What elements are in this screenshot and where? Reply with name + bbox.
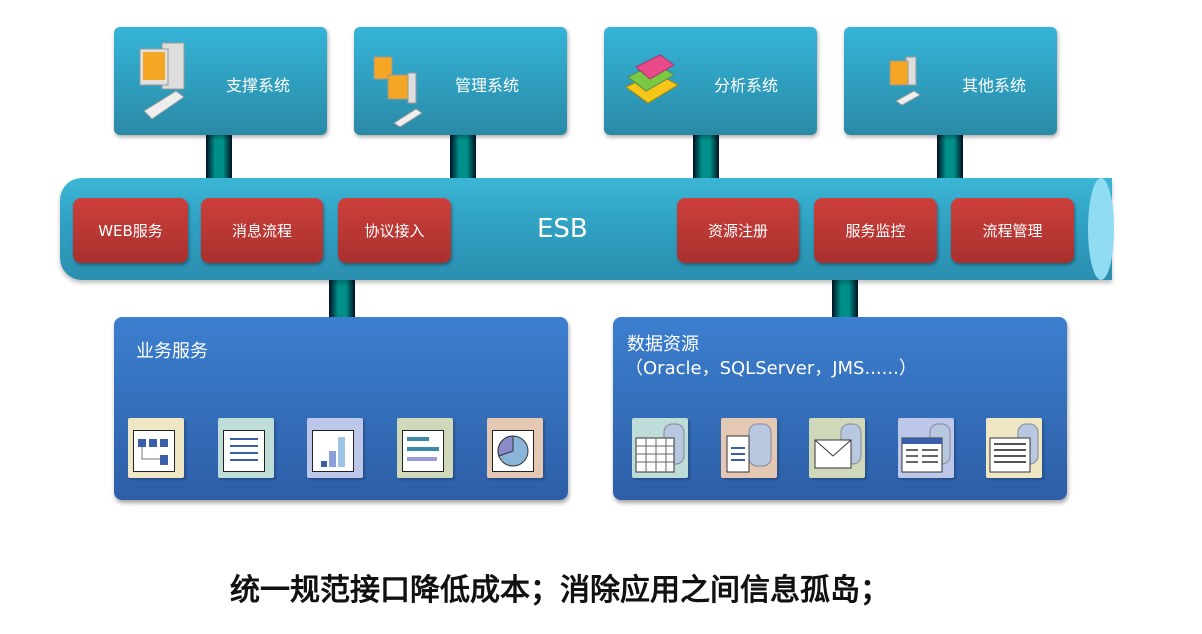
system-label: 管理系统 <box>455 76 520 95</box>
computers-icon <box>373 56 423 127</box>
module-web-service[interactable]: WEB服务 <box>73 198 188 263</box>
connector <box>329 279 355 319</box>
connector <box>832 279 858 319</box>
system-other: 其他系统 <box>844 27 1057 135</box>
folders-icon <box>625 54 680 104</box>
esb-label: ESB <box>537 214 588 244</box>
system-label: 分析系统 <box>714 76 779 95</box>
connector <box>693 135 719 179</box>
connector <box>937 135 963 179</box>
panel-title: 数据资源 <box>627 334 699 355</box>
mail-database-icon <box>809 418 865 478</box>
table-database-icon <box>632 418 688 478</box>
system-management: 管理系统 <box>354 27 567 135</box>
system-label: 其他系统 <box>962 76 1027 95</box>
pie-chart-icon <box>487 418 543 478</box>
form-database-icon <box>898 418 954 478</box>
module-service-monitor[interactable]: 服务监控 <box>814 198 937 263</box>
document-database-icon <box>721 418 777 478</box>
report-database-icon <box>986 418 1042 478</box>
system-analysis: 分析系统 <box>604 27 817 135</box>
esb-bus-end <box>1088 178 1114 280</box>
computer-icon <box>889 56 921 106</box>
list-icon <box>218 418 274 478</box>
gantt-chart-icon <box>397 418 453 478</box>
system-label: 支撑系统 <box>226 76 291 95</box>
module-process-management[interactable]: 流程管理 <box>951 198 1074 263</box>
connector <box>450 135 476 179</box>
module-message-flow[interactable]: 消息流程 <box>201 198 323 263</box>
panel-subtitle: （Oracle，SQLServer，JMS......） <box>625 358 917 379</box>
footer-slogan: 统一规范接口降低成本；消除应用之间信息孤岛； <box>230 573 890 608</box>
module-protocol-access[interactable]: 协议接入 <box>338 198 451 263</box>
connector <box>206 135 232 179</box>
panel-title: 业务服务 <box>136 341 208 362</box>
module-resource-registry[interactable]: 资源注册 <box>677 198 799 263</box>
bar-chart-icon <box>307 418 363 478</box>
computer-icon <box>139 42 185 120</box>
flowchart-icon <box>128 418 184 478</box>
system-support: 支撑系统 <box>114 27 327 135</box>
